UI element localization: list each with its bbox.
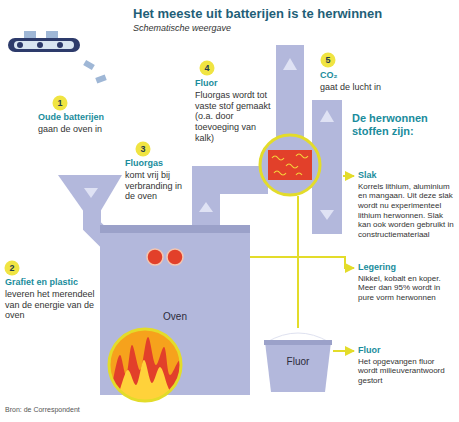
material-heading: Legering bbox=[358, 262, 455, 273]
material-text: Nikkel, kobalt en koper. Meer dan 95% wo… bbox=[358, 274, 455, 303]
material-text: Het opgevangen fluor wordt milieuverantw… bbox=[358, 357, 455, 386]
fluor-bucket: Fluor bbox=[265, 332, 331, 392]
title: Het meeste uit batterijen is te herwinne… bbox=[133, 6, 382, 22]
oven-window bbox=[167, 249, 183, 265]
callout-number: 2 bbox=[5, 262, 19, 274]
callout-circle bbox=[321, 53, 336, 68]
callout-number: 1 bbox=[53, 97, 67, 109]
callout-heading: Oude batterijen bbox=[38, 112, 133, 123]
callout-heading: CO₂ bbox=[320, 70, 420, 81]
flow-arrows bbox=[84, 58, 334, 220]
oven-rim bbox=[100, 225, 250, 233]
hopper-funnel bbox=[58, 175, 122, 212]
oven-box: Oven bbox=[100, 225, 250, 395]
pipes bbox=[92, 45, 327, 246]
callout-text: gaan de oven in bbox=[38, 124, 133, 135]
source-note: Bron: de Correspondent bbox=[5, 406, 155, 414]
conveyor-belt bbox=[8, 31, 80, 52]
callout-number: 4 bbox=[200, 62, 214, 74]
fluor-solidifier bbox=[260, 135, 320, 195]
callout-text: leveren het merendeel van de energie van… bbox=[5, 289, 97, 321]
fire-highlight bbox=[109, 329, 181, 401]
callout-number: 3 bbox=[136, 143, 150, 155]
material-heading: Fluor bbox=[358, 345, 455, 356]
fire bbox=[105, 325, 185, 405]
oven-shape bbox=[100, 225, 250, 395]
callout-heading: Grafiet en plastic bbox=[5, 277, 97, 288]
section-heading: De herwonnen stoffen zijn: bbox=[352, 112, 454, 138]
callout-circle bbox=[200, 61, 215, 76]
callout-circle bbox=[53, 96, 68, 111]
callout-text: komt vrij bij verbranding in de oven bbox=[125, 170, 187, 202]
callout-heading: Fluor bbox=[195, 78, 271, 89]
callout-circle bbox=[5, 261, 20, 276]
oven-window bbox=[147, 249, 163, 265]
callout-text: gaat de lucht in bbox=[320, 82, 420, 93]
callout-number: 5 bbox=[321, 54, 335, 66]
callout-text: Fluorgas wordt tot vaste stof gemaakt (o… bbox=[195, 90, 271, 144]
callout-heading: Fluorgas bbox=[125, 158, 187, 169]
bucket-rim bbox=[264, 340, 332, 345]
subtitle: Schematische weergave bbox=[133, 23, 333, 34]
callout-circle bbox=[136, 142, 151, 157]
node-label: Oven bbox=[100, 311, 250, 323]
material-heading: Slak bbox=[358, 170, 455, 181]
node-label: Fluor bbox=[265, 356, 331, 368]
material-text: Korrels lithium, aluminium en mangaan. U… bbox=[358, 182, 455, 240]
falling-batteries bbox=[83, 60, 107, 84]
bucket-body bbox=[265, 342, 331, 392]
